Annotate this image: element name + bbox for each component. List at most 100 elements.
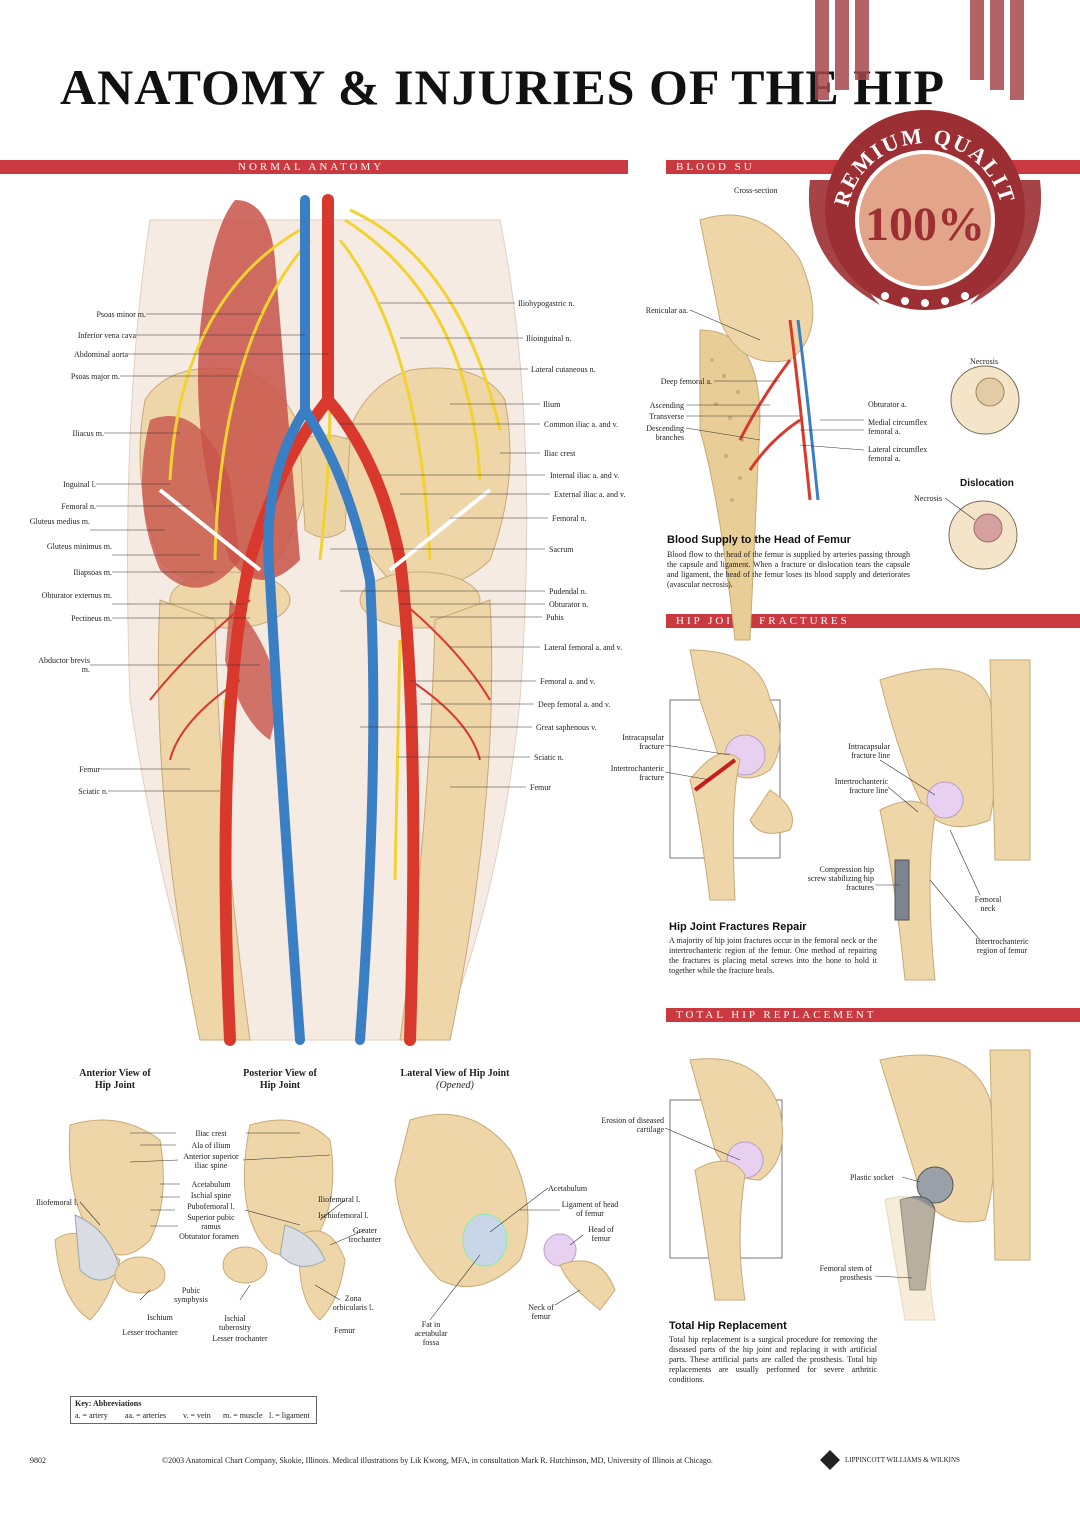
section-bar-hip-joint-fractures: HIP JOINT FRACTURES (666, 614, 1080, 628)
label-pudendal-nerve: Pudendal n. (549, 587, 587, 596)
plastic-socket (916, 1166, 954, 1204)
femoral-stem (899, 1196, 936, 1291)
label-iliac-crest-joint: Iliac crest (195, 1129, 227, 1138)
label-intracapsular-fracture: Intracapsular fracture (622, 733, 664, 751)
label-greater-trochanter: Greater trochanter (348, 1226, 382, 1244)
label-iliofemoral-posterior: Iliofemoral l. (318, 1195, 361, 1204)
fracture-paragraph: A majority of hip joint fractures occur … (669, 936, 877, 975)
label-compression-screw: Compression hip screw stabilizing hip fr… (807, 865, 874, 892)
key-item: m. = muscle (223, 1411, 263, 1420)
label-plastic-socket: Plastic socket (850, 1173, 894, 1182)
label-lesser-trochanter-anterior: Lesser trochanter (122, 1328, 178, 1337)
publisher-name: LIPPINCOTT WILLIAMS & WILKINS (845, 1456, 960, 1464)
femoral-arteries (738, 319, 812, 501)
label-iliofemoral-anterior: Iliofemoral l. (36, 1198, 79, 1207)
label-descending-branches: Descending branches (646, 424, 684, 442)
anterior-pelvis (68, 1119, 164, 1256)
label-sciatic-nerve-left: Sciatic n. (78, 787, 108, 796)
label-gluteus-medius: Gluteus medius m. (29, 517, 90, 526)
label-lateral-cutaneous-nerve: Lateral cutaneous n. (531, 365, 596, 374)
publisher-logo-icon (820, 1450, 840, 1470)
label-asis: Anterior superior iliac spine (183, 1152, 239, 1170)
femoral-head-blood (699, 214, 814, 363)
necrotic-head (975, 377, 1005, 407)
left-inguinal-ligament (158, 488, 262, 572)
label-pectineus: Pectineus m. (71, 614, 112, 623)
label-pubis: Pubis (546, 613, 564, 622)
label-lesser-trochanter-posterior: Lesser trochanter (212, 1334, 268, 1343)
label-ilioinguinal-nerve: Ilioinguinal n. (526, 334, 572, 343)
artery-branches (149, 599, 491, 761)
poster-title: ANATOMY & INJURIES OF THE HIP (60, 59, 946, 115)
label-fat-acetabular-fossa: Fat in acetabular fossa (414, 1320, 448, 1347)
label-necrosis-top: Necrosis (970, 357, 998, 366)
main-left-leaders (90, 313, 328, 792)
label-iliapsoas: Iliapsoas m. (73, 568, 112, 577)
label-femur-left: Femur (79, 765, 100, 774)
femoral-veins (796, 319, 820, 501)
femur-replacement-left (694, 1160, 746, 1301)
label-cross-section: Cross-section (734, 186, 778, 195)
label-psoas-minor: Psoas minor m. (96, 310, 146, 319)
label-abductor-brevis: Abductor brevis m. (38, 656, 90, 674)
lateral-view-sub: (Opened) (436, 1080, 474, 1091)
key-title: Key: Abbreviations (75, 1399, 142, 1408)
blood-supply-leaders (685, 309, 865, 451)
label-acetabulum-joint: Acetabulum (191, 1180, 231, 1189)
premium-quality-badge: PREMIUM QUALITY 100% (770, 0, 1080, 320)
label-iliohypogastric-nerve: Iliohypogastric n. (518, 299, 575, 308)
dislocation-title: Dislocation (960, 478, 1014, 489)
sacrum-fracture-right (989, 659, 1031, 861)
lateral-view-main: Lateral View of Hip Joint (400, 1068, 510, 1079)
acetabulum-fracture-right (926, 781, 964, 819)
key-item: aa. = arteries (125, 1411, 167, 1420)
section-bar-normal-anatomy: NORMAL ANATOMY (0, 160, 628, 174)
label-ischial-tuberosity: Ischial tuberosity (219, 1314, 251, 1332)
section-title: BLOOD SU (676, 161, 755, 173)
lateral-femoral-head (543, 1233, 577, 1267)
replacement-paragraph: Total hip replacement is a surgical proc… (669, 1335, 877, 1384)
fracture-heading: Hip Joint Fractures Repair (669, 921, 807, 933)
fracture-leaders (664, 744, 981, 941)
label-intertrochanteric-line: Intertrochanteric fracture line (834, 777, 888, 795)
label-intertrochanteric-region: Intertrochanteric region of femur (975, 937, 1029, 955)
label-femoral-nerve-left: Femoral n. (61, 502, 96, 511)
label-iliacus: Iliacus m. (72, 429, 104, 438)
label-obturator-externus: Obturator externus m. (41, 591, 112, 600)
label-medial-circumflex: Medial circumflex femoral a. (868, 418, 928, 436)
label-erosion-cartilage: Erosion of diseased cartilage (601, 1116, 664, 1134)
copyright-credit: ©2003 Anatomical Chart Company, Skokie, … (162, 1456, 713, 1465)
label-inguinal-ligament: Inguinal l. (63, 480, 96, 489)
label-internal-iliac: Internal iliac a. and v. (550, 471, 620, 480)
blood-supply-heading: Blood Supply to the Head of Femur (667, 534, 851, 546)
section-title: TOTAL HIP REPLACEMENT (676, 1009, 877, 1021)
label-femur-joint: Femur (334, 1326, 355, 1335)
label-ala-of-ilium: Ala of ilium (191, 1141, 231, 1150)
key-item: v. = vein (183, 1411, 211, 1420)
anterior-obturator-area (114, 1256, 166, 1294)
label-lateral-circumflex: Lateral circumflex femoral a. (868, 445, 928, 463)
label-acetabulum-lateral: Acetabulum (548, 1184, 588, 1193)
right-femur (399, 599, 493, 1041)
badge-percent: 100% (865, 198, 985, 251)
anterior-view-title: Anterior View of Hip Joint (79, 1068, 151, 1091)
label-deep-femoral-bs: Deep femoral a. (660, 377, 712, 386)
label-inferior-vena-cava: Inferior vena cava (77, 331, 136, 340)
label-lateral-femoral: Lateral femoral a. and v. (544, 643, 623, 652)
label-abdominal-aorta: Abdominal aorta (74, 350, 128, 359)
label-iliac-crest-main: Iliac crest (544, 449, 576, 458)
veins (263, 195, 379, 1045)
label-femoral-artery-vein: Femoral a. and v. (540, 677, 596, 686)
right-inguinal-ligament (388, 488, 492, 572)
label-femur-right: Femur (530, 783, 551, 792)
posterior-view-title: Posterior View of Hip Joint (243, 1068, 317, 1091)
dislocated-head (973, 513, 1003, 543)
replacement-leaders (664, 1127, 921, 1279)
section-title: HIP JOINT FRACTURES (676, 615, 850, 627)
posterior-obturator-area (222, 1246, 268, 1284)
label-head-of-femur: Head of femur (588, 1225, 614, 1243)
compression-screw (894, 859, 910, 921)
label-common-iliac: Common iliac a. and v. (544, 420, 619, 429)
product-code: 9802 (30, 1456, 46, 1465)
label-necrosis-dislocation: Necrosis (914, 494, 942, 503)
